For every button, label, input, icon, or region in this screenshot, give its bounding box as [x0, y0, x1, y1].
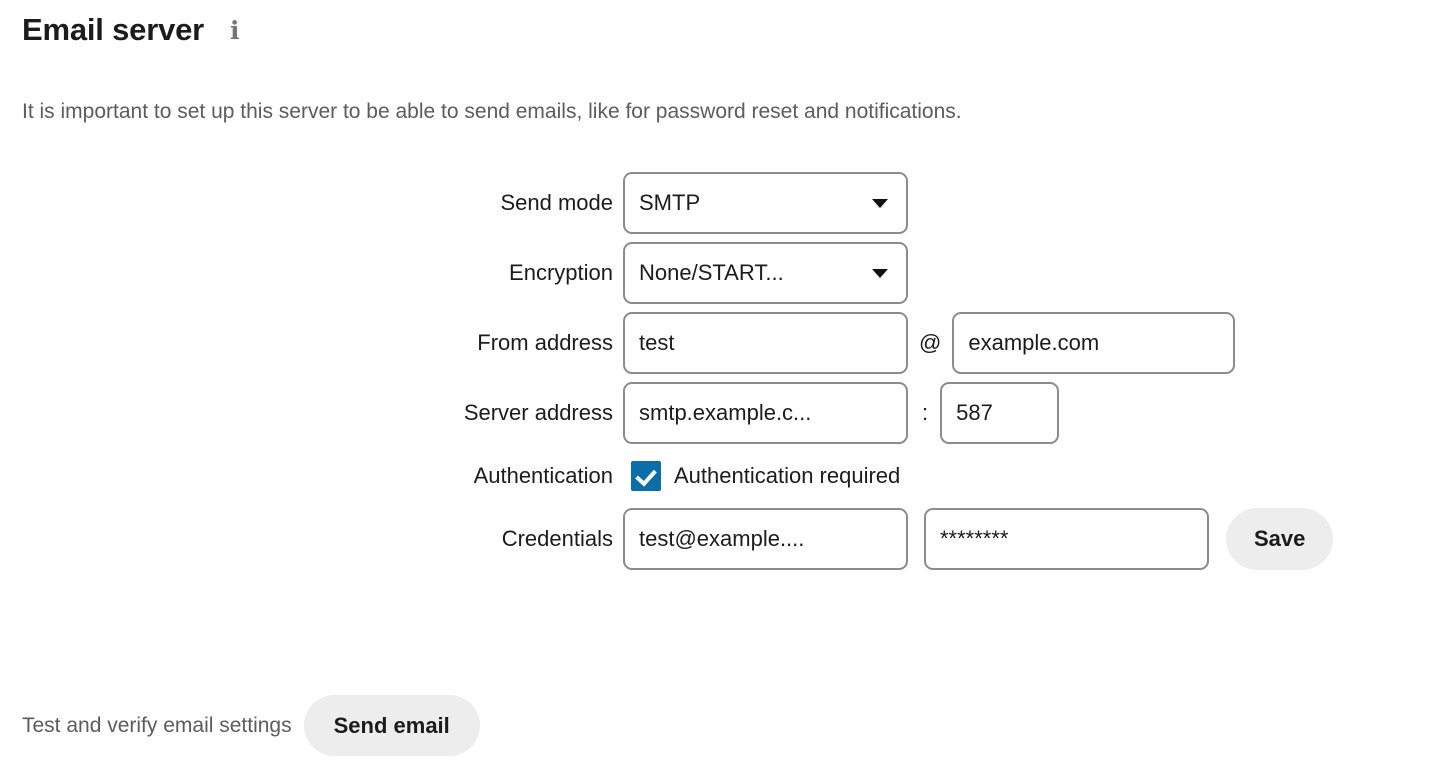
page-description: It is important to set up this server to… [22, 100, 962, 123]
encryption-value: None/START... [639, 260, 784, 285]
row-send-mode: Send mode SMTP [0, 168, 1448, 238]
authentication-required-label[interactable]: Authentication required [674, 463, 901, 488]
from-address-user-value: test [639, 330, 675, 355]
label-send-mode: Send mode [500, 190, 613, 215]
label-authentication: Authentication [473, 463, 613, 488]
row-credentials: Credentials test@example.... ******** Sa… [0, 504, 1448, 574]
send-mode-value: SMTP [639, 190, 701, 215]
from-address-user-input[interactable]: test [623, 312, 908, 374]
chevron-down-icon [872, 198, 888, 208]
encryption-select[interactable]: None/START... [623, 242, 908, 304]
credentials-username-value: test@example.... [639, 526, 805, 551]
label-server-address: Server address [463, 400, 613, 425]
from-address-domain-input[interactable]: example.com [952, 312, 1236, 374]
server-host-value: smtp.example.c... [639, 400, 812, 425]
credentials-password-value: ******** [940, 526, 1009, 551]
chevron-down-icon [872, 268, 888, 278]
label-credentials: Credentials [501, 526, 613, 551]
row-from-address: From address test @ example.com [0, 308, 1448, 378]
email-server-form: Send mode SMTP Encryption None/START... … [0, 168, 1448, 574]
test-email-row: Test and verify email settings Send emai… [22, 695, 480, 756]
at-separator: @ [919, 330, 942, 355]
send-mode-select[interactable]: SMTP [623, 172, 908, 234]
authentication-required-checkbox[interactable] [631, 461, 661, 491]
server-host-input[interactable]: smtp.example.c... [623, 382, 908, 444]
row-authentication: Authentication Authentication required [0, 448, 1448, 504]
from-address-domain-value: example.com [968, 330, 1100, 355]
row-server-address: Server address smtp.example.c... : 587 [0, 378, 1448, 448]
send-email-button[interactable]: Send email [303, 695, 480, 756]
info-icon[interactable]: i [230, 16, 240, 45]
server-port-input[interactable]: 587 [940, 382, 1060, 444]
colon-separator: : [922, 400, 929, 425]
credentials-password-input[interactable]: ******** [924, 508, 1209, 570]
label-encryption: Encryption [509, 260, 613, 285]
page-title: Email server [22, 12, 205, 47]
server-port-value: 587 [956, 400, 993, 425]
test-email-label: Test and verify email settings [22, 713, 292, 737]
page-header: Email server i [22, 14, 240, 45]
save-button[interactable]: Save [1226, 508, 1334, 570]
label-from-address: From address [477, 330, 613, 355]
credentials-username-input[interactable]: test@example.... [623, 508, 908, 570]
row-encryption: Encryption None/START... [0, 238, 1448, 308]
